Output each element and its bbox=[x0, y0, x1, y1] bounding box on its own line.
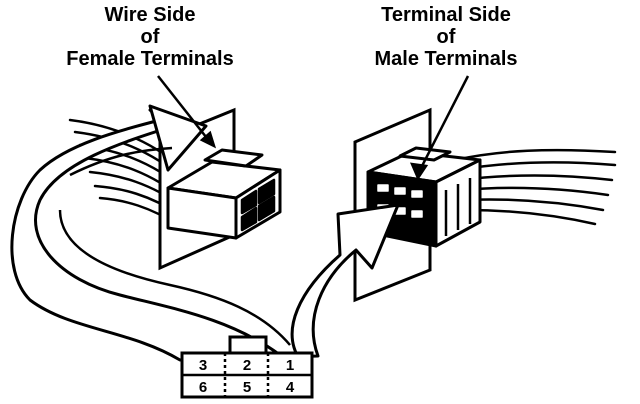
wire-side-label-line3: Female Terminals bbox=[66, 48, 234, 70]
terminal-side-label-line3: Male Terminals bbox=[374, 48, 518, 70]
wire-side-label: Wire Side of Female Terminals bbox=[40, 4, 260, 70]
wire-side-label-line2: of bbox=[140, 26, 160, 48]
terminal-side-label-line2: of bbox=[436, 26, 456, 48]
female-connector bbox=[166, 148, 282, 240]
pin-6: 6 bbox=[199, 379, 207, 396]
pin-1: 1 bbox=[286, 357, 294, 374]
pin-4: 4 bbox=[286, 379, 295, 396]
terminal-side-label: Terminal Side of Male Terminals bbox=[336, 4, 556, 70]
leader-lines bbox=[157, 75, 470, 181]
pin-5: 5 bbox=[243, 379, 251, 396]
flow-arrow bbox=[10, 104, 400, 362]
pin-3: 3 bbox=[199, 357, 207, 374]
wire-side-label-line1: Wire Side bbox=[104, 4, 196, 26]
terminal-side-label-line1: Terminal Side bbox=[381, 4, 511, 26]
pin-2: 2 bbox=[243, 357, 251, 374]
pinout-face: 3 2 1 6 5 4 bbox=[180, 335, 314, 399]
